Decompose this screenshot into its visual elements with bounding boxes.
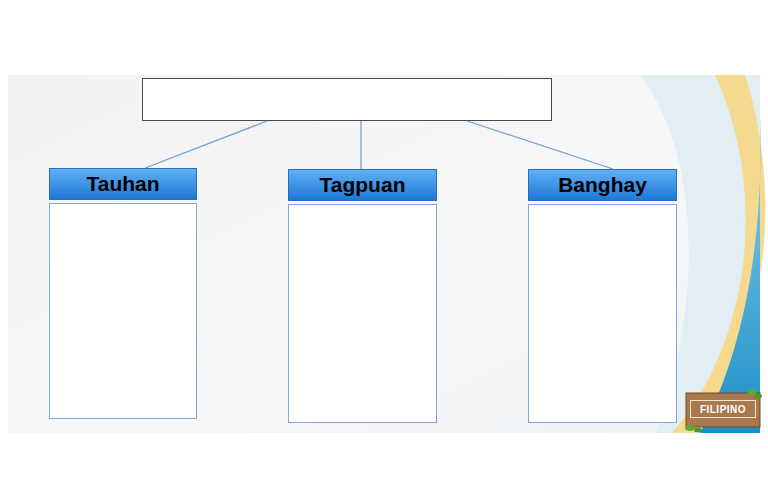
connector-line	[467, 121, 613, 169]
category-header: Tauhan	[49, 168, 197, 200]
slide-panel	[8, 75, 760, 433]
leaf	[754, 394, 762, 399]
category-column: Banghay	[528, 169, 677, 423]
subject-label: FILIPINO	[690, 400, 756, 418]
decor-swoosh	[700, 110, 761, 433]
answer-box	[288, 204, 437, 423]
decor-swoosh	[672, 75, 765, 433]
category-column: Tauhan	[49, 168, 197, 419]
leaf	[685, 425, 695, 431]
connector-line	[360, 121, 361, 169]
answer-box	[528, 204, 677, 423]
topic-box	[142, 78, 552, 121]
category-column: Tagpuan	[288, 169, 437, 423]
category-header: Tagpuan	[288, 169, 437, 201]
leaf	[694, 428, 702, 433]
connector-line	[145, 121, 267, 168]
category-header: Banghay	[528, 169, 677, 201]
answer-box	[49, 203, 197, 419]
wood-sign	[686, 393, 760, 427]
